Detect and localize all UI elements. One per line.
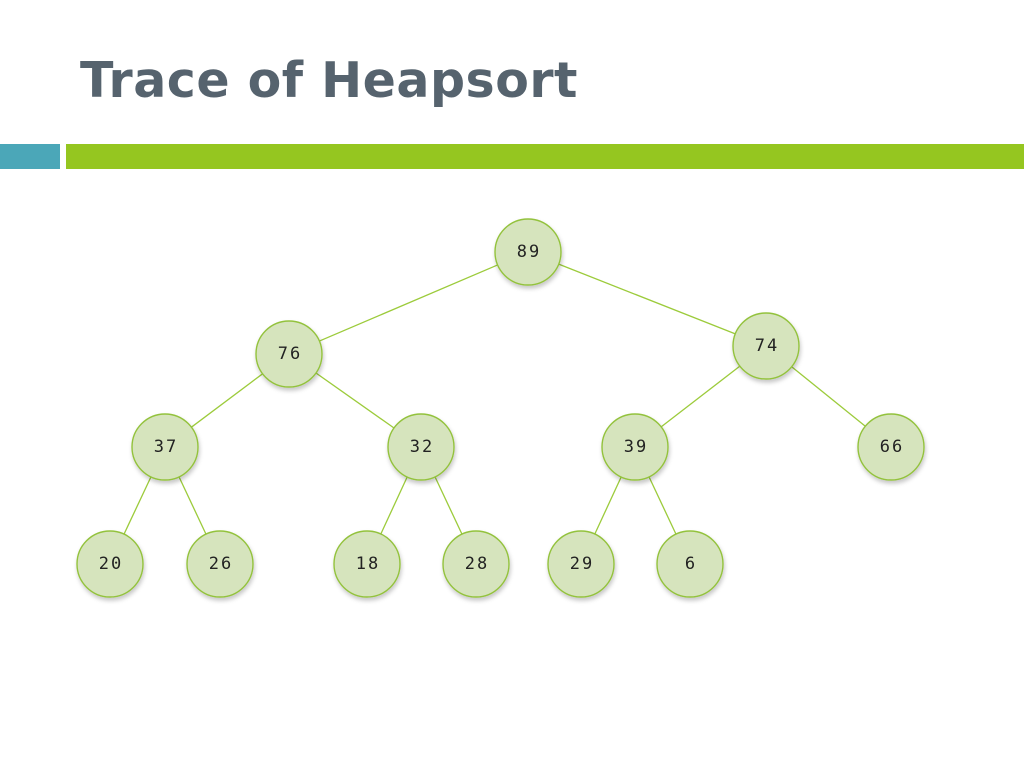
tree-edge	[380, 476, 408, 535]
tree-edge	[434, 476, 463, 535]
heap-node-circle	[442, 530, 510, 598]
slide-title: Trace of Heapsort	[80, 52, 578, 109]
heap-node-label: 66	[880, 437, 904, 457]
heap-node: 37	[131, 413, 199, 481]
tree-edge	[319, 264, 498, 342]
heap-node: 74	[732, 312, 800, 380]
heap-node: 26	[186, 530, 254, 598]
heap-node-circle	[547, 530, 615, 598]
heap-node-label: 6	[685, 554, 697, 574]
heap-node-circle	[255, 320, 323, 388]
heap-node-circle	[131, 413, 199, 481]
tree-edge	[315, 372, 395, 429]
heap-node-circle	[857, 413, 925, 481]
heap-node-label: 20	[99, 554, 123, 574]
heap-node: 18	[333, 530, 401, 598]
heap-node-circle	[732, 312, 800, 380]
heap-node-label: 89	[517, 242, 541, 262]
heap-node: 20	[76, 530, 144, 598]
heap-node: 6	[656, 530, 724, 598]
tree-edge	[123, 476, 152, 535]
heap-node: 66	[857, 413, 925, 481]
heap-node: 29	[547, 530, 615, 598]
heap-node-label: 74	[755, 336, 779, 356]
heap-node-label: 39	[624, 437, 648, 457]
tree-edge	[178, 476, 207, 535]
heap-node-circle	[494, 218, 562, 286]
title-accent-bar-teal	[0, 144, 60, 169]
heap-node: 76	[255, 320, 323, 388]
tree-edge	[191, 373, 263, 428]
heap-node-label: 76	[278, 344, 302, 364]
tree-edge	[791, 366, 866, 427]
heap-node: 39	[601, 413, 669, 481]
tree-edge	[648, 476, 677, 535]
heap-node-circle	[333, 530, 401, 598]
heap-node-label: 29	[570, 554, 594, 574]
tree-edges	[123, 263, 866, 535]
heap-node: 32	[387, 413, 455, 481]
heap-node-label: 28	[465, 554, 489, 574]
tree-edge	[660, 365, 741, 428]
heap-node-label: 32	[410, 437, 434, 457]
heap-node-circle	[186, 530, 254, 598]
tree-edge	[558, 263, 736, 335]
heap-node-circle	[76, 530, 144, 598]
heap-node-label: 18	[356, 554, 380, 574]
tree-edge	[594, 476, 622, 535]
heap-node-circle	[656, 530, 724, 598]
heap-node-label: 26	[209, 554, 233, 574]
tree-nodes: 89 76 74 37 32 39 66 20 26 18 28 29 6	[76, 218, 925, 598]
heap-node-circle	[601, 413, 669, 481]
title-accent-bar-green	[66, 144, 1024, 169]
heap-node: 28	[442, 530, 510, 598]
heap-node: 89	[494, 218, 562, 286]
heap-node-label: 37	[154, 437, 178, 457]
heap-node-circle	[387, 413, 455, 481]
